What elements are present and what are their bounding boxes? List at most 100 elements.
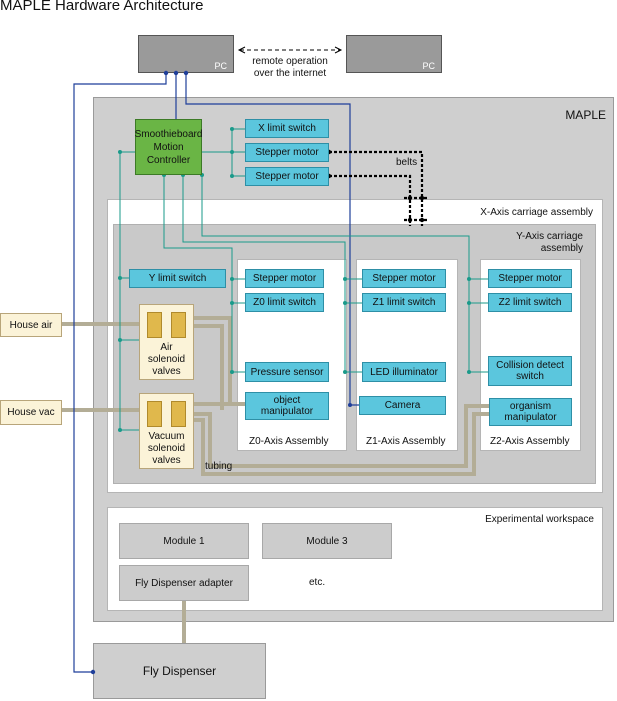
pressure-sensor[interactable]: Pressure sensor: [245, 362, 329, 382]
remote-line1: remote operation: [252, 56, 328, 67]
pc-to-fly-wire: [73, 73, 167, 673]
collision-line2: switch: [516, 371, 544, 382]
vac-valve-b: [171, 401, 186, 427]
ctrl-left-bus: [119, 151, 139, 431]
signal-wires: [119, 128, 488, 431]
organism-manipulator-line2: manipulator: [504, 412, 557, 423]
pc-right[interactable]: PC: [346, 35, 442, 73]
module-1-label: Module 1: [163, 535, 205, 547]
controller-line3: Controller: [146, 154, 191, 166]
x-axis-assembly-label: X-Axis carriage assembly: [480, 207, 593, 218]
organism-manipulator[interactable]: organism manipulator: [489, 398, 572, 426]
z0-assembly-label: Z0-Axis Assembly: [249, 436, 329, 447]
page-title: MAPLE Hardware Architecture: [0, 0, 204, 14]
organism-manipulator-label: organism manipulator: [504, 401, 556, 423]
z2-stepper-label: Stepper motor: [498, 273, 562, 284]
pc-left-label: PC: [214, 61, 227, 71]
y-limit-switch-label: Y limit switch: [148, 273, 207, 284]
module-3[interactable]: Module 3: [262, 523, 392, 559]
z1-stepper-motor[interactable]: Stepper motor: [362, 269, 446, 288]
blue-dots: [90, 70, 352, 675]
house-vac[interactable]: House vac: [0, 400, 62, 425]
y-axis-label-line2: assembly: [540, 243, 583, 254]
module-1[interactable]: Module 1: [119, 523, 249, 559]
air-valves-line1: Air: [160, 342, 173, 353]
camera-label: Camera: [384, 400, 421, 411]
stepper-motor-x1-label: Stepper motor: [255, 147, 319, 158]
workspace-label: Experimental workspace: [485, 514, 594, 525]
remote-line2: over the internet: [253, 68, 327, 79]
belts-label: belts: [396, 157, 418, 168]
to-x-limit: [202, 128, 245, 153]
belt-upper: [329, 150, 424, 226]
air-valves-label: Air solenoid valves: [140, 342, 193, 378]
controller-label: Smoothieboard Motion Controller: [135, 128, 203, 167]
fly-dispenser-label: Fly Dispenser: [142, 664, 217, 678]
z2-stepper-motor[interactable]: Stepper motor: [488, 269, 572, 288]
pc-right-label: PC: [422, 61, 435, 71]
module-3-label: Module 3: [306, 535, 348, 547]
z2-limit-switch[interactable]: Z2 limit switch: [488, 293, 572, 312]
fly-dispenser-adapter-label: Fly Dispenser adapter: [135, 577, 233, 589]
stepper-motor-x2[interactable]: Stepper motor: [245, 167, 329, 186]
object-manipulator-label: object manipulator: [261, 395, 313, 417]
camera[interactable]: Camera: [359, 396, 446, 415]
z1-stepper-label: Stepper motor: [372, 273, 436, 284]
vac-to-organism-tube2: [194, 412, 489, 476]
z0-limit-label: Z0 limit switch: [253, 297, 316, 308]
air-solenoid-valves[interactable]: Air solenoid valves: [139, 304, 194, 380]
vacuum-solenoid-valves[interactable]: Vacuum solenoid valves: [139, 393, 194, 469]
tubing-lines: [62, 316, 489, 643]
z1-limit-label: Z1 limit switch: [372, 297, 436, 308]
object-manipulator[interactable]: object manipulator: [245, 392, 329, 420]
y-axis-assembly-label: Y-Axis carriage assembly: [480, 231, 583, 255]
fly-dispenser-adapter[interactable]: Fly Dispenser adapter: [119, 565, 249, 601]
pc-to-camera-wire: [185, 73, 359, 406]
led-illuminator-label: LED illuminator: [370, 366, 438, 378]
y-limit-switch[interactable]: Y limit switch: [129, 269, 226, 288]
remote-operation-label: remote operation over the internet: [232, 56, 348, 80]
z1-limit-switch[interactable]: Z1 limit switch: [362, 293, 446, 312]
air-valves-line3: valves: [152, 366, 181, 377]
organism-manipulator-line1: organism: [509, 401, 552, 412]
object-manipulator-line1: object: [273, 395, 301, 406]
stepper-motor-x1[interactable]: Stepper motor: [245, 143, 329, 162]
vac-valves-line2: solenoid: [147, 443, 186, 454]
house-vac-label: House vac: [7, 407, 55, 418]
z0-stepper-label: Stepper motor: [252, 273, 317, 284]
air-valves-line2: solenoid: [147, 354, 186, 365]
fly-dispenser[interactable]: Fly Dispenser: [93, 643, 266, 699]
led-illuminator[interactable]: LED illuminator: [362, 362, 446, 382]
vac-valves-label: Vacuum solenoid valves: [140, 431, 193, 467]
air-to-object-tube2: [194, 324, 224, 410]
remote-arrow: [237, 46, 343, 54]
z0-stepper-motor[interactable]: Stepper motor: [245, 269, 324, 288]
y-axis-label-line1: Y-Axis carriage: [516, 231, 583, 242]
z0-limit-switch[interactable]: Z0 limit switch: [245, 293, 324, 312]
vac-valve-a: [147, 401, 162, 427]
object-manipulator-line2: manipulator: [260, 406, 314, 417]
z1-assembly: [356, 259, 458, 451]
etc-label: etc.: [309, 577, 326, 588]
house-air[interactable]: House air: [0, 313, 62, 337]
vac-valves-line3: valves: [152, 455, 181, 466]
z2-assembly-label: Z2-Axis Assembly: [490, 436, 570, 447]
maple-label: MAPLE: [565, 108, 606, 122]
vac-to-organism-tube1: [194, 404, 489, 468]
smoothieboard-controller[interactable]: Smoothieboard Motion Controller: [135, 119, 202, 175]
x-limit-switch[interactable]: X limit switch: [245, 119, 329, 138]
collision-detect-switch[interactable]: Collision detect switch: [488, 356, 572, 386]
air-valve-a: [147, 312, 162, 338]
z1-assembly-label: Z1-Axis Assembly: [366, 436, 446, 447]
collision-detect-label: Collision detect switch: [496, 360, 564, 382]
belt-lower: [329, 174, 412, 226]
z2-limit-label: Z2 limit switch: [498, 297, 562, 308]
controller-line2: Motion: [153, 141, 184, 153]
vac-valves-line1: Vacuum: [148, 431, 185, 442]
to-z2-bus: [201, 175, 488, 373]
air-to-object-tube1: [194, 316, 232, 402]
stepper-motor-x2-label: Stepper motor: [255, 171, 319, 182]
air-valve-b: [171, 312, 186, 338]
blue-wires: [73, 73, 359, 673]
